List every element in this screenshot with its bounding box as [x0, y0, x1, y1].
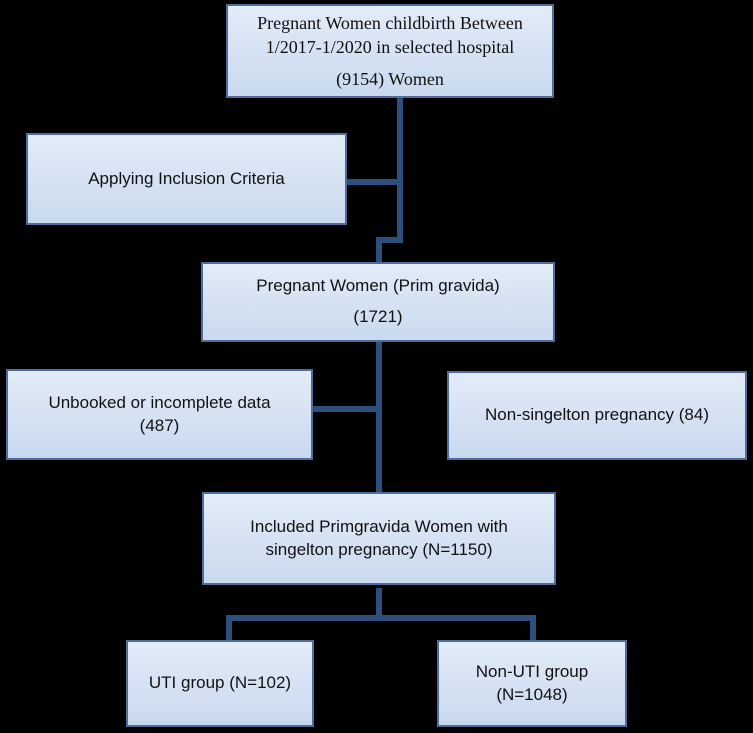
- start-box: Pregnant Women childbirth Between 1/2017…: [226, 4, 554, 98]
- unbooked-line-2: (487): [139, 415, 180, 435]
- non-uti-line-1: Non-UTI group: [475, 661, 589, 681]
- non-singleton-box: Non-singelton pregnancy (84): [447, 371, 747, 460]
- non-uti-group-box: Non-UTI group (N=1048): [437, 640, 627, 727]
- start-line-3: (9154) Women: [336, 69, 444, 90]
- primigravida-line-2: (1721): [353, 307, 403, 326]
- primigravida-line-1: Pregnant Women (Prim gravida): [256, 276, 500, 296]
- included-line-2: singelton pregnancy (N=1150): [265, 539, 493, 559]
- uti-group-box: UTI group (N=102): [126, 640, 314, 727]
- start-line-1: Pregnant Women childbirth Between: [257, 12, 523, 33]
- primigravida-box: Pregnant Women (Prim gravida) (1721): [201, 262, 555, 342]
- non-singleton-label: Non-singelton pregnancy (84): [485, 405, 709, 425]
- uti-group-label: UTI group (N=102): [148, 673, 292, 693]
- start-line-2: 1/2017-1/2020 in selected hospital: [265, 36, 515, 57]
- included-line-1: Included Primgravida Women with: [250, 516, 508, 536]
- included-box: Included Primgravida Women with singelto…: [202, 492, 556, 585]
- unbooked-line-1: Unbooked or incomplete data: [48, 392, 271, 412]
- inclusion-criteria-label: Applying Inclusion Criteria: [88, 168, 285, 188]
- unbooked-box: Unbooked or incomplete data (487): [6, 369, 313, 460]
- inclusion-criteria-box: Applying Inclusion Criteria: [26, 133, 347, 225]
- non-uti-line-2: (N=1048): [496, 684, 568, 704]
